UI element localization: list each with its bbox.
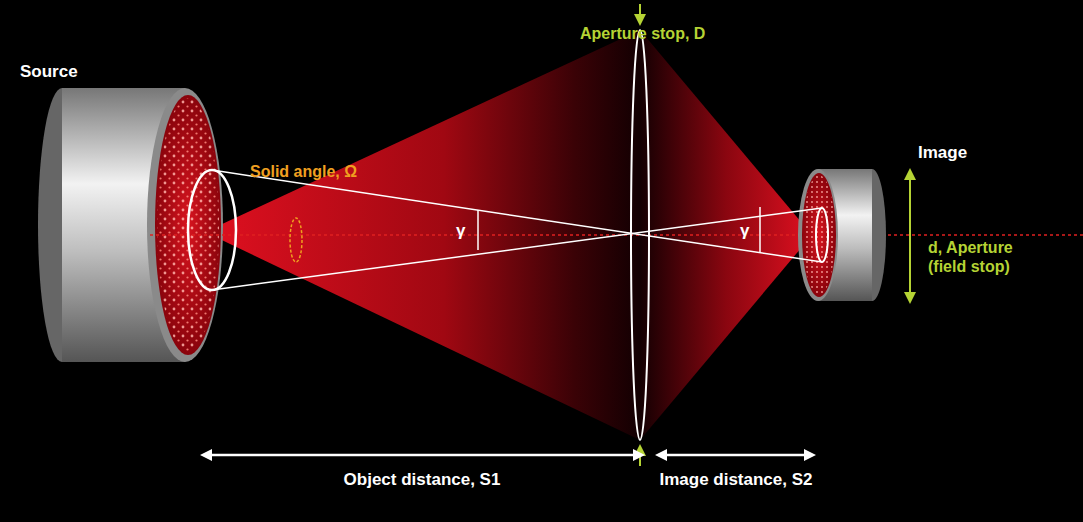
field-stop-label: d, Aperture (field stop)	[928, 238, 1038, 276]
distance-label: Object distance, S1	[344, 470, 501, 490]
image-cylinder	[798, 169, 886, 301]
aperture-arrow	[639, 4, 641, 14]
aperture-arrow	[634, 14, 646, 26]
part-label: Source	[20, 62, 78, 82]
angle-symbol: γ	[740, 221, 749, 241]
aperture-label: Aperture stop, D	[580, 24, 705, 43]
angle-label: Solid angle, Ω	[250, 162, 357, 181]
ray-lines	[188, 170, 828, 290]
field-stop-arrow	[904, 168, 916, 304]
solid-angle-mark	[290, 218, 302, 262]
source-cylinder	[38, 88, 223, 362]
distance-arrow	[200, 449, 816, 461]
distance-label: Image distance, S2	[659, 470, 812, 490]
part-label: Image	[918, 143, 967, 163]
angle-symbol: γ	[456, 221, 465, 241]
